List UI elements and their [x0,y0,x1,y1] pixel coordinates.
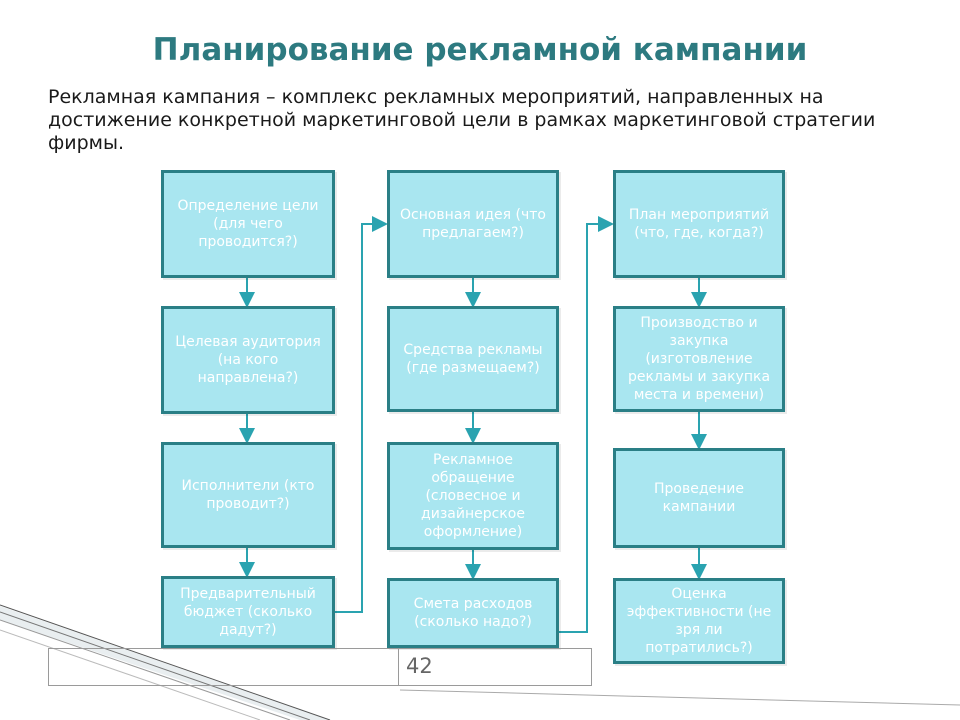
page-number: 42 [406,654,433,678]
box-label: Исполнители (кто проводит?) [181,478,315,512]
connector-c2-to-c3 [558,216,614,633]
box-label: Предварительный бюджет (сколько дадут?) [180,586,316,638]
box-label: План мероприятий (что, где, когда?) [628,207,770,241]
box-preliminary-budget: Предварительный бюджет (сколько дадут?) [161,576,335,648]
box-label: Проведение кампании [653,481,744,515]
footer-separator [398,648,399,686]
box-label: Основная идея (что предлагаем?) [399,207,546,241]
box-effectiveness-evaluation: Оценка эффективности (не зря ли потратил… [613,578,785,664]
page-title: Планирование рекламной кампании [152,32,808,68]
box-executors: Исполнители (кто проводит?) [161,442,335,548]
box-label: Целевая аудитория (на кого направлена?) [175,334,321,386]
box-campaign-execution: Проведение кампании [613,448,785,548]
box-production-purchase: Производство и закупка (изготовление рек… [613,306,785,412]
box-label: Оценка эффективности (не зря ли потратил… [626,586,772,656]
box-label: Смета расходов (сколько надо?) [413,596,533,630]
box-advertising-media: Средства рекламы (где размещаем?) [387,306,559,412]
box-goal-definition: Определение цели (для чего проводится?) [161,170,335,278]
box-label: Средства рекламы (где размещаем?) [403,342,543,376]
box-cost-estimate: Смета расходов (сколько надо?) [387,578,559,648]
box-label: Производство и закупка (изготовление рек… [627,315,771,403]
box-activity-plan: План мероприятий (что, где, когда?) [613,170,785,278]
box-label: Определение цели (для чего проводится?) [177,198,319,250]
box-advertising-message: Рекламное обращение (словесное и дизайне… [387,442,559,550]
box-label: Рекламное обращение (словесное и дизайне… [421,452,525,540]
definition-text: Рекламная кампания – комплекс рекламных … [48,86,876,154]
footer-bar [48,648,592,686]
connector-c1-to-c2 [334,216,388,613]
box-target-audience: Целевая аудитория (на кого направлена?) [161,306,335,414]
box-main-idea: Основная идея (что предлагаем?) [387,170,559,278]
